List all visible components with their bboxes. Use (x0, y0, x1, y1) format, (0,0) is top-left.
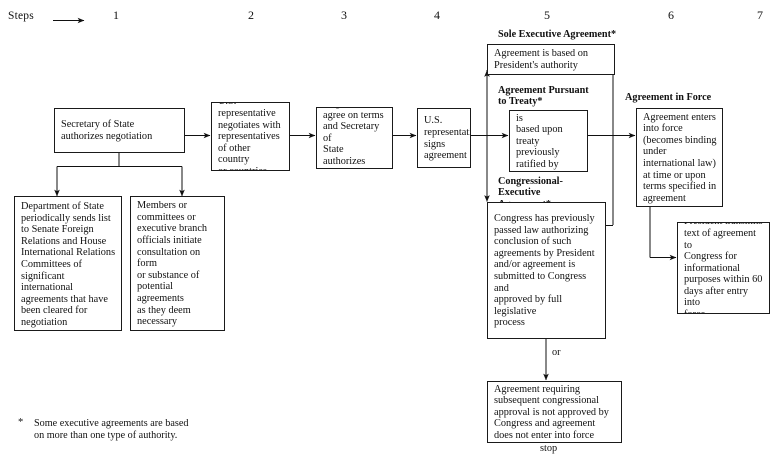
label-or: or (552, 347, 561, 358)
step-number-2: 2 (248, 8, 254, 22)
box-text: Members or committees or executive branc… (137, 200, 208, 328)
step-number-6: 6 (668, 8, 674, 22)
step-number-1: 1 (113, 8, 119, 22)
step-number-5: 5 (544, 8, 550, 22)
box-department-of-state-list: Department of State periodically sends l… (14, 196, 122, 331)
box-president-transmits-text: President transmits text of agreement to… (677, 222, 770, 314)
heading-sole-executive-agreement: Sole Executive Agreement* (498, 29, 617, 40)
box-text: Authorization is based upon treaty previ… (516, 111, 573, 171)
box-text: Congress has previously passed law autho… (494, 213, 595, 329)
box-congressional-executive-agreement: Congress has previously passed law autho… (487, 202, 606, 339)
box-members-committees-consultation: Members or committees or executive branc… (130, 196, 225, 331)
box-text: Agreement requiring subsequent congressi… (494, 383, 609, 441)
box-secretary-authorizes-negotiation: Secretary of State authorizes negotiatio… (54, 108, 185, 153)
box-agreement-not-approved: Agreement requiring subsequent congressi… (487, 381, 622, 443)
box-negotiators-agree-terms: Negotiators agree on terms and Secretary… (316, 107, 393, 169)
box-us-representative-signs: U.S. representative signs agreement (417, 108, 471, 168)
heading-agreement-pursuant-to-treaty: Agreement Pursuant to Treaty* (498, 85, 589, 108)
label-stop: stop (540, 443, 558, 454)
box-agreement-pursuant-to-treaty: Authorization is based upon treaty previ… (509, 110, 588, 172)
box-text: President transmits text of agreement to… (684, 223, 763, 313)
box-text: Department of State periodically sends l… (21, 201, 116, 328)
box-text: Negotiators agree on terms and Secretary… (323, 108, 384, 168)
steps-label: Steps (8, 10, 34, 22)
box-agreement-enters-into-force: Agreement enters into force (becomes bin… (636, 108, 723, 207)
step-number-3: 3 (341, 8, 347, 22)
step-number-4: 4 (434, 8, 440, 22)
footnote-text: Some executive agreements are based on m… (34, 418, 189, 442)
footnote-marker: * (18, 417, 24, 428)
heading-agreement-in-force: Agreement in Force (625, 92, 712, 103)
box-us-representative-negotiates: U.S. representative negotiates with repr… (211, 102, 290, 171)
box-text: Secretary of State authorizes negotiatio… (61, 119, 153, 142)
box-text: U.S. representative negotiates with repr… (218, 103, 281, 170)
box-sole-executive-agreement: Agreement is based on President's author… (487, 44, 615, 75)
step-number-7: 7 (757, 8, 763, 22)
box-text: Agreement is based on President's author… (494, 48, 589, 71)
box-text: Agreement enters into force (becomes bin… (643, 111, 717, 204)
box-text: U.S. representative signs agreement (424, 115, 470, 162)
